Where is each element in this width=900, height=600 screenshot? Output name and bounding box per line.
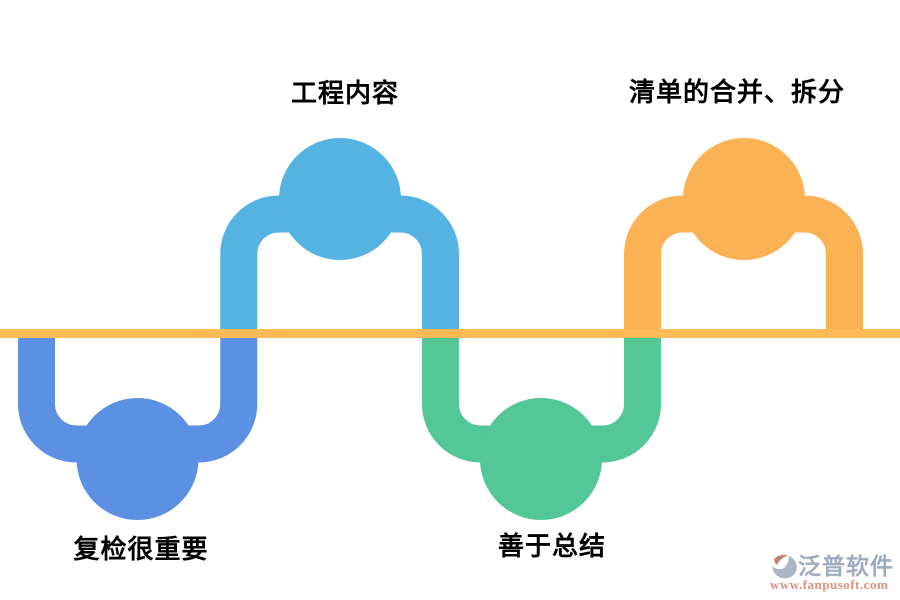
step-circle-4: [683, 138, 805, 260]
watermark: 泛普软件 www.fanpusoft.com: [770, 554, 898, 591]
step-label-2: 工程内容: [290, 78, 400, 108]
watermark-url-text: www.fanpusoft.com: [770, 577, 889, 592]
step-label-1: 复检很重要: [73, 534, 209, 564]
step-circle-2: [279, 138, 401, 260]
step-label-4: 清单的合并、拆分: [628, 77, 846, 107]
watermark-brand-text: 泛普软件: [798, 553, 894, 579]
step-label-3: 善于总结: [497, 531, 607, 561]
step-circle-1: [76, 398, 199, 520]
step-circle-3: [480, 398, 602, 520]
baseline-rule: [0, 329, 900, 338]
fanpu-swirl-icon: [772, 554, 797, 579]
